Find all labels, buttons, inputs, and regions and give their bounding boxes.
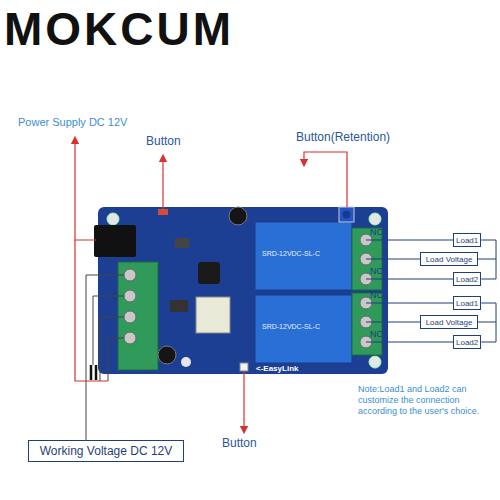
contact-label: NO (370, 266, 384, 277)
relay (255, 222, 352, 290)
box-text: Load1 (456, 299, 478, 308)
button-leader (162, 158, 163, 209)
load-connector (481, 303, 496, 342)
retention-button-cap (343, 211, 351, 219)
load-box: Load Voltage (420, 315, 478, 329)
switch-symbol (91, 365, 96, 380)
wire (86, 381, 87, 440)
relay (255, 295, 352, 363)
relay-marking: SRD-12VDC-SL-C (262, 250, 320, 258)
button-label: Button (222, 436, 257, 450)
box-text: Load Voltage (426, 255, 473, 264)
contact-label: NC (370, 227, 383, 238)
switch-contact (90, 365, 93, 380)
inductor (198, 262, 220, 284)
wire (478, 259, 496, 260)
contact-label: NO (370, 329, 384, 340)
terminal-screw (124, 290, 136, 302)
retention-button (339, 207, 354, 222)
wire (366, 279, 453, 280)
mount-hole (369, 213, 381, 225)
wire (86, 275, 124, 381)
button-label: Button(Retention) (296, 130, 390, 144)
note-text: Note:Load1 and Load2 can customize the c… (358, 384, 494, 416)
load-box: Load2 (453, 335, 481, 349)
relay-marking: SRD-12VDC-SL-C (262, 323, 320, 331)
mount-hole (107, 213, 119, 225)
button-label: Button (146, 134, 181, 148)
load-box: Load Voltage (420, 252, 478, 266)
wire (100, 317, 124, 381)
input-terminal (118, 262, 158, 370)
switch-contact (95, 365, 98, 380)
mount-hole (369, 356, 381, 368)
power-leader (75, 140, 96, 240)
wire (366, 303, 453, 304)
terminal-screw (124, 311, 136, 323)
contact-label: NC (370, 290, 383, 301)
box-text: Load1 (456, 236, 478, 245)
push-button (158, 209, 168, 215)
silk-label: <-EasyLink (256, 364, 298, 374)
load-box: Load1 (453, 296, 481, 310)
capacitor (158, 346, 176, 364)
retention-leader (304, 152, 347, 207)
pcb-board (94, 207, 388, 374)
power-wire (75, 240, 108, 381)
wire (366, 322, 420, 323)
wire (108, 338, 124, 381)
mount-hole (181, 357, 191, 367)
load-wires (366, 240, 496, 342)
wire (366, 240, 453, 241)
callout-lines (75, 140, 347, 430)
brand-watermark: MOKCUM (4, 2, 234, 57)
box-text: Working Voltage DC 12V (40, 444, 173, 458)
box-text: Load2 (456, 275, 478, 284)
chip (170, 300, 188, 312)
capacitor (229, 207, 247, 225)
terminal-screw (124, 269, 136, 281)
wire (478, 322, 496, 323)
chip (175, 238, 189, 248)
button-leader (243, 371, 244, 430)
power-label: Power Supply DC 12V (18, 116, 127, 129)
output-terminal (352, 293, 382, 355)
power-jack (94, 225, 136, 257)
box-text: Load Voltage (426, 318, 473, 327)
wifi-module (196, 297, 230, 333)
load-connector (481, 240, 496, 279)
wire (366, 342, 453, 343)
push-button (240, 363, 248, 371)
box-text: Load2 (456, 338, 478, 347)
load-box: Load1 (453, 233, 481, 247)
terminal-wires (86, 275, 124, 440)
terminal-screw (124, 332, 136, 344)
load-box: Load2 (453, 272, 481, 286)
pcb-body (98, 207, 388, 374)
supply-box: Working Voltage DC 12V (28, 440, 184, 462)
wire (366, 259, 420, 260)
